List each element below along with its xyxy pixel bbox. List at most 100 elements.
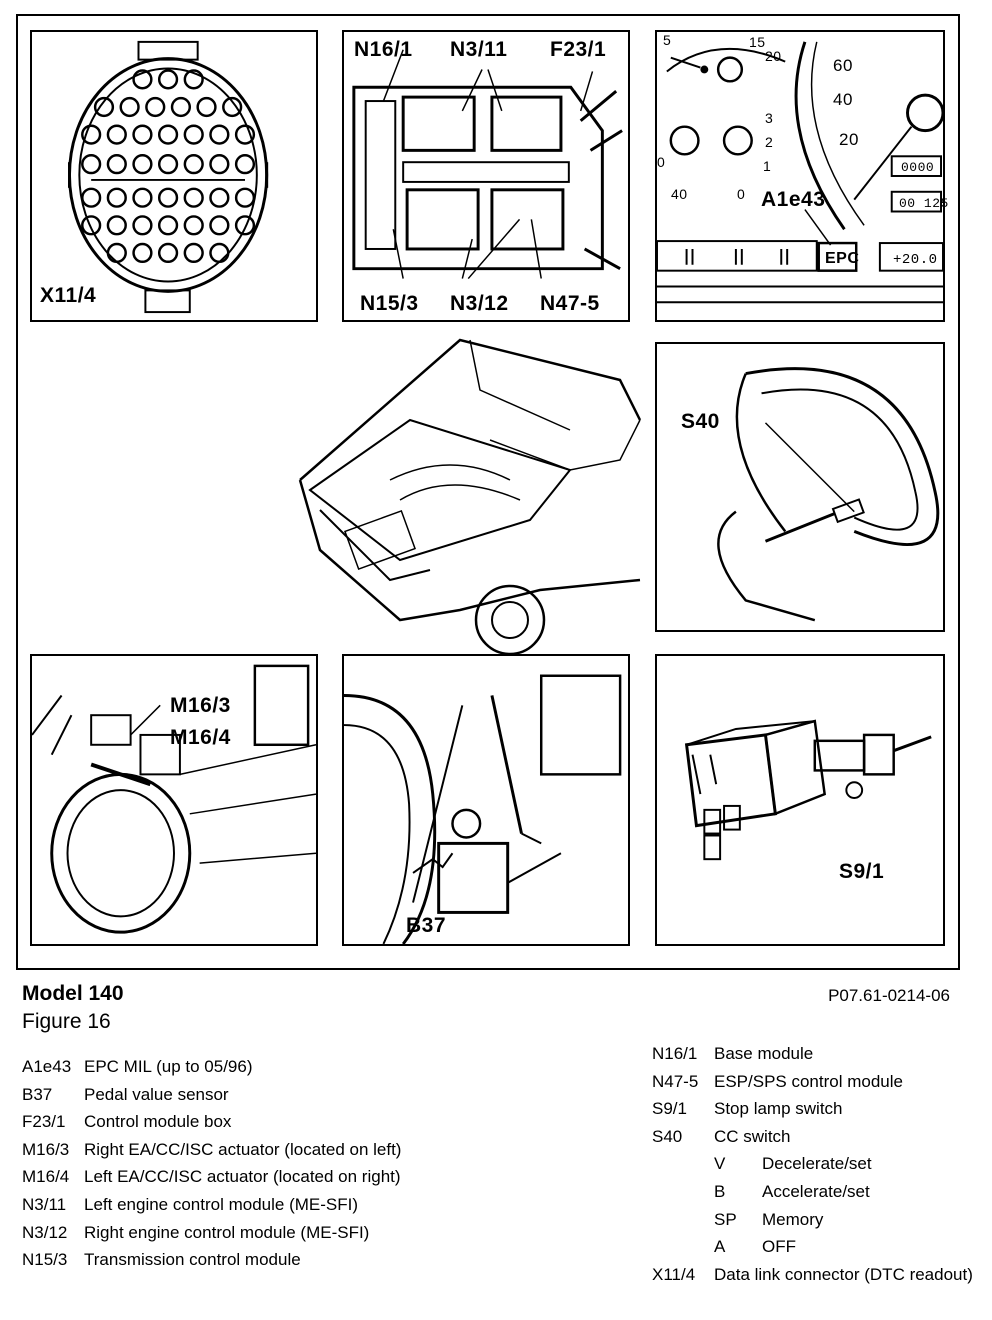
legend-code: M16/3 bbox=[22, 1139, 70, 1159]
panel-data-link-connector: X11/4 bbox=[30, 30, 318, 322]
legend-code: A bbox=[714, 1237, 726, 1257]
legend-text: OFF bbox=[762, 1237, 796, 1257]
connector-pin bbox=[132, 187, 153, 208]
car-illustration bbox=[290, 330, 650, 656]
connector-pin bbox=[93, 96, 115, 118]
connector-pin bbox=[132, 69, 153, 90]
gauge-0b: 0 bbox=[737, 186, 746, 202]
legend-row: X11/4 Data link connector (DTC readout) bbox=[652, 1261, 973, 1289]
steering-wheel-drawing bbox=[717, 367, 940, 622]
connector-pin bbox=[196, 96, 217, 118]
label-n3-11: N3/11 bbox=[450, 38, 508, 61]
legend-code: F23/1 bbox=[22, 1112, 66, 1132]
caption-subtitle: Figure 16 bbox=[22, 1010, 111, 1033]
panel-cruise-control-switch: S40 bbox=[655, 342, 945, 632]
connector-drawing bbox=[67, 40, 269, 314]
connector-pin bbox=[119, 96, 140, 118]
gauge-5: 5 bbox=[663, 32, 672, 48]
connector-pin bbox=[157, 187, 179, 208]
label-a1e43: A1e43 bbox=[761, 188, 826, 211]
connector-pin bbox=[81, 187, 102, 208]
legend-text: Accelerate/set bbox=[762, 1181, 870, 1201]
legend-text: Decelerate/set bbox=[762, 1154, 872, 1174]
connector-pin bbox=[209, 187, 230, 208]
connector-pin bbox=[222, 96, 243, 118]
legend-code: N15/3 bbox=[22, 1250, 68, 1270]
figure-frame bbox=[16, 14, 960, 970]
connector-pin bbox=[132, 154, 153, 175]
panel-instrument-cluster: 5 15 20 60 40 20 3 2 1 0 40 0 A1e43 EPC … bbox=[655, 30, 948, 322]
legend-code: X11/4 bbox=[652, 1264, 696, 1284]
gauge-40b: 40 bbox=[671, 186, 688, 202]
temperature-display: +20.0 bbox=[893, 252, 938, 268]
label-n47-5: N47-5 bbox=[540, 292, 600, 315]
label-x11-4: X11/4 bbox=[40, 284, 97, 307]
connector-pin bbox=[234, 187, 256, 208]
legend-text: Data link connector (DTC readout) bbox=[714, 1264, 973, 1284]
gauge-40: 40 bbox=[833, 90, 853, 109]
connector-pin bbox=[132, 215, 153, 236]
connector-pin bbox=[132, 242, 153, 264]
legend-code: N3/11 bbox=[22, 1194, 67, 1214]
legend-code: N16/1 bbox=[652, 1044, 698, 1063]
label-m16-4: M16/4 bbox=[170, 726, 231, 749]
figure-code: P07.61-0214-06 bbox=[828, 986, 950, 1005]
panel-actuators: M16/3 M16/4 bbox=[30, 654, 318, 946]
gauge-15: 15 bbox=[749, 34, 766, 50]
legend-text: Pedal value sensor bbox=[84, 1084, 229, 1104]
label-n15-3: N15/3 bbox=[360, 292, 419, 315]
legend-row: B37 Pedal value sensor bbox=[22, 1081, 401, 1109]
connector-pin bbox=[106, 242, 127, 264]
connector-pin bbox=[183, 69, 204, 90]
legend-text: Left EA/CC/ISC actuator (located on righ… bbox=[84, 1167, 401, 1187]
stop-lamp-switch-drawing bbox=[684, 719, 932, 861]
legend-row: S40 CC switch bbox=[652, 1123, 973, 1151]
connector-pin bbox=[183, 215, 204, 236]
module-box-drawing bbox=[352, 49, 623, 280]
connector-pin bbox=[81, 215, 102, 236]
legend-code: S40 bbox=[652, 1126, 683, 1146]
connector-pin bbox=[106, 124, 127, 145]
connector-pin bbox=[157, 215, 179, 236]
gauge-2: 2 bbox=[765, 134, 774, 150]
connector-pin bbox=[81, 154, 102, 175]
gauge-0a: 0 bbox=[657, 154, 666, 170]
gauge-60: 60 bbox=[833, 56, 853, 75]
legend-row: A OFF bbox=[652, 1233, 973, 1261]
label-m16-3: M16/3 bbox=[170, 694, 231, 717]
gauge-3: 3 bbox=[765, 110, 774, 126]
legend-code: N47-5 bbox=[652, 1071, 699, 1091]
caption-title: Model 140 bbox=[22, 982, 124, 1005]
connector-pin bbox=[106, 187, 127, 208]
label-s9-1: S9/1 bbox=[839, 860, 885, 883]
panel-pedal-value-sensor: B37 bbox=[342, 654, 630, 946]
label-s40: S40 bbox=[681, 410, 720, 433]
gauge-20b: 20 bbox=[765, 48, 782, 64]
legend-code: B37 bbox=[22, 1084, 53, 1104]
connector-pin bbox=[170, 96, 192, 118]
legend-text: Right engine control module (ME-SFI) bbox=[84, 1222, 370, 1242]
car-drawing bbox=[298, 338, 642, 656]
label-n3-12: N3/12 bbox=[450, 292, 509, 315]
legend-text: Left engine control module (ME-SFI) bbox=[84, 1194, 359, 1214]
label-n16-1: N16/1 bbox=[354, 38, 413, 61]
label-b37: B37 bbox=[406, 914, 447, 937]
connector-pin bbox=[183, 154, 204, 175]
odometer-total: 0000 bbox=[901, 160, 935, 175]
connector-pin bbox=[209, 215, 230, 236]
connector-pin bbox=[209, 242, 230, 264]
connector-pin bbox=[209, 154, 230, 175]
legend-text: CC switch bbox=[714, 1126, 791, 1146]
panel-stop-lamp-switch: S9/1 bbox=[655, 654, 945, 946]
